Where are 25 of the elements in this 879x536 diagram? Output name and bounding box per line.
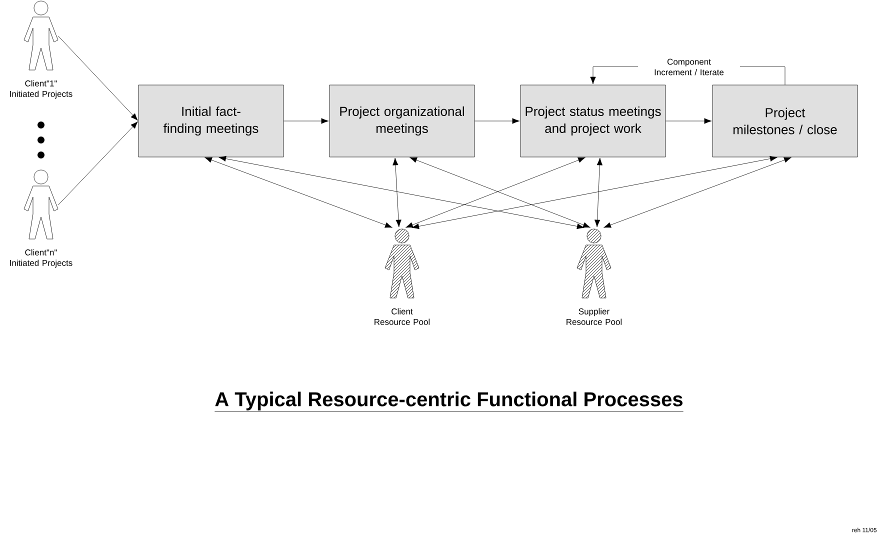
node-label: Client"n" Initiated Projects xyxy=(10,249,72,268)
arrow xyxy=(666,118,712,124)
arrow xyxy=(594,158,603,228)
arrow xyxy=(218,156,584,230)
person-figure: Supplier Resource Pool xyxy=(566,228,622,325)
arrow xyxy=(392,158,402,228)
person-figure: Client Resource Pool xyxy=(374,228,430,325)
arrow xyxy=(204,157,392,228)
arrow xyxy=(284,118,329,124)
arrow xyxy=(58,36,138,121)
title: A Typical Resource-centric Functional Processes xyxy=(214,392,684,412)
process-box: Initial fact-finding meetings xyxy=(138,84,284,158)
person-figure xyxy=(576,244,612,298)
arrow xyxy=(474,118,520,124)
person-figure: Client"1" Initiated Projects xyxy=(10,0,72,99)
process-box: Project milestones / close xyxy=(712,84,858,158)
edge-label: Component Increment / Iterate xyxy=(638,58,740,76)
arrow xyxy=(58,121,138,206)
process-box: Project organizational meetings xyxy=(329,84,475,158)
arrow xyxy=(412,156,778,230)
arrow xyxy=(604,157,792,228)
person-figure xyxy=(384,244,420,298)
person-figure: Client"n" Initiated Projects xyxy=(10,170,72,268)
node-label: Client"1" Initiated Projects xyxy=(10,80,72,99)
process-box: Project status meetings and project work xyxy=(520,84,666,158)
